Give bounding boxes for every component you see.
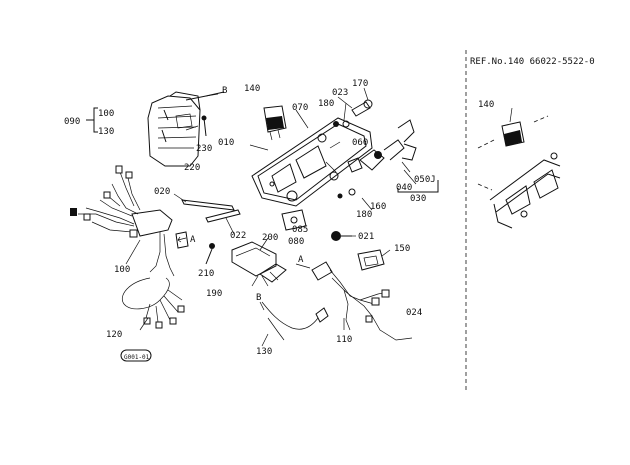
- callout-100: 100: [114, 265, 130, 275]
- marker-a-bottom: A: [298, 255, 304, 265]
- diagram-code-oval: [120, 349, 152, 362]
- ref-zoom-view: [477, 107, 561, 229]
- callout-120: 120: [106, 330, 122, 340]
- callout-030: 030: [410, 194, 426, 204]
- callout-090: 090: [64, 117, 80, 127]
- screw-230: [201, 115, 207, 137]
- bolt-170: [333, 99, 373, 128]
- callout-180-bottom: 180: [356, 210, 372, 220]
- callout-200: 200: [262, 233, 278, 243]
- screw-210: [205, 243, 215, 265]
- leader-lines: [125, 87, 417, 347]
- grommet-021: [331, 231, 352, 241]
- ref-label: REF.No.140 66022-5522-0: [470, 57, 595, 67]
- callout-140: 140: [244, 84, 260, 94]
- callout-170: 170: [352, 79, 368, 89]
- callout-024: 024: [406, 308, 422, 318]
- callout-060: 060: [352, 138, 368, 148]
- controller-190: [231, 241, 287, 287]
- callout-080: 080: [288, 237, 304, 247]
- wire-130: [261, 301, 329, 341]
- harness-110: [311, 261, 413, 341]
- callout-040: 040: [396, 183, 412, 193]
- callout-110: 110: [336, 335, 352, 345]
- callout-140-ref: 140: [478, 100, 494, 110]
- strap-022: [205, 209, 241, 223]
- bracket-085: [281, 209, 307, 231]
- callout-010: 010: [218, 138, 234, 148]
- arrow-b-bottom: [259, 301, 265, 311]
- screw-160: [337, 188, 356, 199]
- group-bracket-090: [86, 107, 98, 133]
- callout-023: 023: [332, 88, 348, 98]
- diagram-code: G001-01: [124, 354, 150, 361]
- group-bracket-030: [397, 180, 439, 193]
- callout-180-top: 180: [318, 99, 334, 109]
- harness-100: [70, 165, 189, 277]
- switch-140: [263, 105, 287, 141]
- marker-a-left: A: [190, 235, 196, 245]
- marker-b-top: B: [222, 86, 227, 96]
- callout-022: 022: [230, 231, 246, 241]
- marker-b-bottom: B: [256, 293, 261, 303]
- strap-020: [181, 199, 235, 211]
- callout-085: 085: [292, 225, 308, 235]
- callout-100-group: 100: [98, 109, 114, 119]
- callout-130: 130: [256, 347, 272, 357]
- key-switch-040: [347, 119, 417, 173]
- callout-020: 020: [154, 187, 170, 197]
- callout-210: 210: [198, 269, 214, 279]
- callout-160: 160: [370, 202, 386, 212]
- callout-070: 070: [292, 103, 308, 113]
- callout-130-group: 130: [98, 127, 114, 137]
- callout-230: 230: [196, 144, 212, 154]
- harness-120: [122, 277, 185, 329]
- arrow-a-left: [177, 236, 187, 243]
- callout-190: 190: [206, 289, 222, 299]
- callout-021: 021: [358, 232, 374, 242]
- junction-block-220: [147, 91, 225, 167]
- plate-150: [357, 249, 385, 271]
- arrow-a-bottom: [295, 263, 311, 269]
- callout-050j: 050J: [414, 175, 436, 185]
- callout-150: 150: [394, 244, 410, 254]
- callout-220: 220: [184, 163, 200, 173]
- arrow-b-top: [205, 93, 219, 97]
